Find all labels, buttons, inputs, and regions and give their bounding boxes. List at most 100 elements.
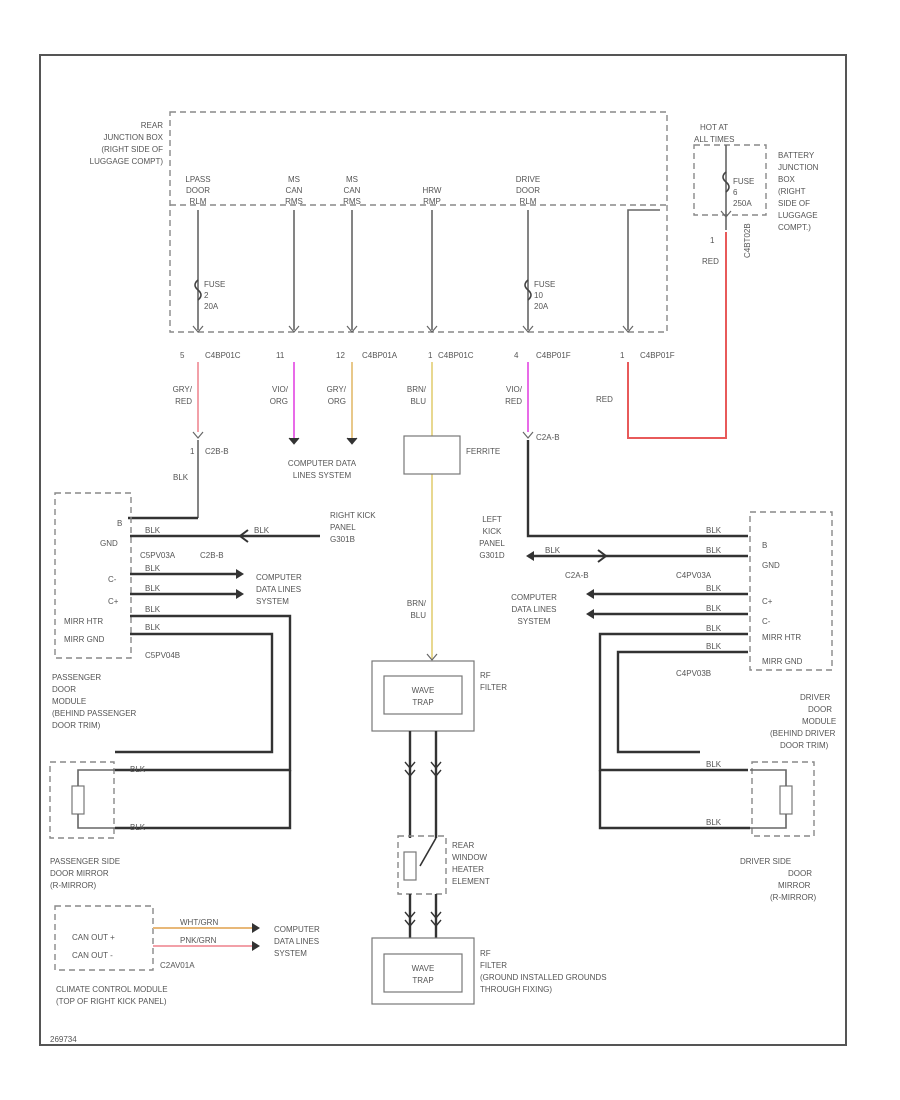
battery-junction-box: HOT AT ALL TIMES FUSE 6 250A BATTERY JUN… (693, 123, 819, 258)
climate-pin-2: CAN OUT - (72, 951, 113, 960)
pass-pin-b: B (117, 519, 122, 528)
rf-top-inner-l1: WAVE (412, 686, 435, 695)
pass-pin-gnd: GND (100, 539, 118, 548)
vio-red-l1: VIO/ (506, 385, 523, 394)
rear-window-heater: REAR WINDOW HEATER ELEMENT (397, 835, 490, 895)
battery-label-1: BATTERY (778, 151, 815, 160)
drv-data-l3: SYSTEM (518, 617, 551, 626)
drv-cm-blk: BLK (706, 604, 722, 613)
driver-door-module: B GND C+ C- MIRR HTR MIRR GND BLK BLK BL… (479, 511, 836, 772)
brn-blu-bottom-l1: BRN/ (407, 599, 427, 608)
drv-pin-gnd: GND (762, 561, 780, 570)
pass-mod-l3: MODULE (52, 697, 86, 706)
pass-conn-b: C5PV04B (145, 651, 180, 660)
drv-ground-l3: PANEL (479, 539, 505, 548)
driver-mirror: BLK BLK DRIVER SIDE DOOR MIRROR (R-MIRRO… (598, 760, 817, 902)
rjb-label-3: (RIGHT SIDE OF (101, 145, 163, 154)
rjb-label-2: JUNCTION BOX (103, 133, 163, 142)
battery-label-6: LUGGAGE (778, 211, 818, 220)
ferrite-box (403, 435, 461, 475)
climate-data-l3: SYSTEM (274, 949, 307, 958)
drv-mirror-l4: (R-MIRROR) (770, 893, 817, 902)
fuse-left-l3: 20A (204, 302, 219, 311)
pass-mir-blk1: BLK (130, 765, 146, 774)
pass-mod-l5: DOOR TRIM) (52, 721, 101, 730)
pass-ground-l3: G301B (330, 535, 355, 544)
rjb-pin5-l1: DRIVE (516, 175, 540, 184)
vio-org-l1: VIO/ (272, 385, 289, 394)
rf-top-l2: FILTER (480, 683, 507, 692)
battery-fuse-l3: 250A (733, 199, 752, 208)
drv-mirror-l3: MIRROR (778, 881, 811, 890)
battery-fuse-l2: 6 (733, 188, 738, 197)
drv-gnd-blk2: BLK (706, 546, 722, 555)
fuse-right-l3: 20A (534, 302, 549, 311)
drv-mod-l5: DOOR TRIM) (780, 741, 829, 750)
drv-gnd2-blk: BLK (706, 642, 722, 651)
rear-junction-box-outline (169, 111, 668, 333)
drv-mod-l1: DRIVER (800, 693, 830, 702)
c2a8-right: C2A-B (536, 433, 560, 442)
hot-at-l2: ALL TIMES (694, 135, 734, 144)
rjb-pin2-l2: CAN (286, 186, 303, 195)
rjb-cpin-5: 4 (514, 351, 519, 360)
rjb-pin3-l1: MS (346, 175, 358, 184)
battery-box-outline (693, 144, 767, 216)
drv-mir-blk1: BLK (706, 760, 722, 769)
drv-data-l1: COMPUTER (511, 593, 557, 602)
gry-red-l1: GRY/ (173, 385, 193, 394)
gry-org-l1: GRY/ (327, 385, 347, 394)
rear-window-l3: HEATER (452, 865, 484, 874)
drv-conn-c2a: C2A-B (565, 571, 589, 580)
rjb-pin1-l1: LPASS (185, 175, 210, 184)
gry-red-l2: RED (175, 397, 192, 406)
battery-connector: C4BT02B (743, 223, 752, 258)
pass-pin-htr: MIRR HTR (64, 617, 103, 626)
diagram-frame (39, 54, 847, 1046)
pass-gnd-blk2: BLK (254, 526, 270, 535)
rf-filter-top-inner (383, 675, 463, 715)
rjb-conn-6: C4BP01F (640, 351, 675, 360)
red-label-bottom: RED (596, 395, 613, 404)
rjb-cpin-6: 1 (620, 351, 625, 360)
rf-bot-l3: (GROUND INSTALLED GROUNDS (480, 973, 607, 982)
rjb-pin4-l2: RMP (423, 197, 441, 206)
pass-mirror-l3: (R-MIRROR) (50, 881, 97, 890)
footer-code: 269734 (50, 1035, 77, 1044)
vio-org-l2: ORG (270, 397, 288, 406)
rf-top-l1: RF (480, 671, 491, 680)
fuse-right-symbol (524, 279, 532, 301)
drv-pin-gnd2: MIRR GND (762, 657, 803, 666)
cdl-top-l1: COMPUTER DATA (288, 459, 357, 468)
fuse-right-l1: FUSE (534, 280, 555, 289)
battery-label-5: SIDE OF (778, 199, 810, 208)
gry-org-l2: ORG (328, 397, 346, 406)
pass-ground-l1: RIGHT KICK (330, 511, 376, 520)
battery-label-3: BOX (778, 175, 796, 184)
drv-ground-l2: KICK (483, 527, 502, 536)
drv-pin-b: B (762, 541, 767, 550)
rf-bot-l4: THROUGH FIXING) (480, 985, 552, 994)
rf-filter-bottom: WAVE TRAP RF FILTER (GROUND INSTALLED GR… (371, 937, 607, 1005)
pass-pin-gnd2: MIRR GND (64, 635, 105, 644)
brn-blu-top-l1: BRN/ (407, 385, 427, 394)
pass-cm-blk: BLK (145, 564, 161, 573)
rjb-pin4-l1: HRW (423, 186, 442, 195)
rear-window-l4: ELEMENT (452, 877, 490, 886)
rf-bot-l1: RF (480, 949, 491, 958)
fuse-left-symbol (194, 279, 202, 301)
driver-mirror-heater-icon (779, 785, 793, 815)
battery-label-2: JUNCTION (778, 163, 819, 172)
pass-mod-l1: PASSENGER (52, 673, 101, 682)
climate-label-2: (TOP OF RIGHT KICK PANEL) (56, 997, 167, 1006)
drv-ground-l1: LEFT (482, 515, 502, 524)
battery-pin: 1 (710, 236, 715, 245)
c2b8-left-pin: 1 (190, 447, 195, 456)
drv-mod-l4: (BEHIND DRIVER (770, 729, 836, 738)
brn-blu-bottom-l2: BLU (410, 611, 426, 620)
cdl-top-l2: LINES SYSTEM (293, 471, 352, 480)
battery-label-7: COMPT.) (778, 223, 811, 232)
rjb-pin5-l2: DOOR (516, 186, 540, 195)
passenger-mirror-heater-icon (71, 785, 85, 815)
drv-mirror-l1: DRIVER SIDE (740, 857, 791, 866)
